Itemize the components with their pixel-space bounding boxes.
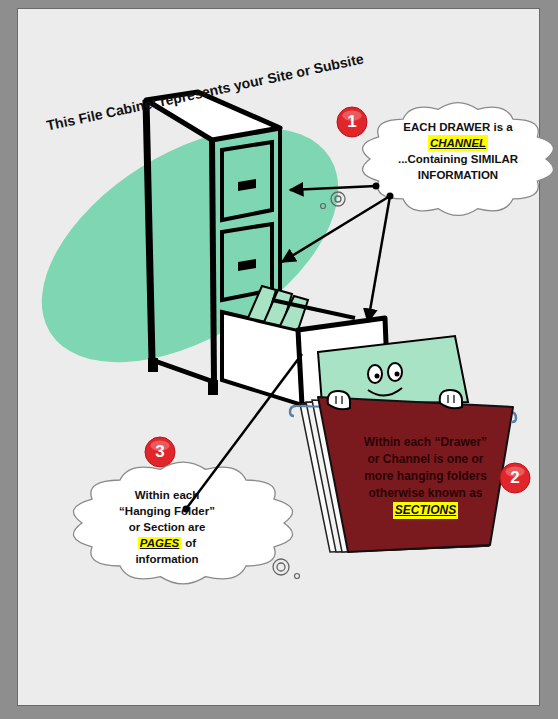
highlight-term: CHANNEL: [428, 135, 488, 151]
highlight-term: SECTIONS: [393, 502, 458, 519]
cloud-tail: [335, 196, 341, 202]
open-drawer-edge: [272, 300, 355, 318]
folder-front: [318, 397, 513, 552]
cartoon-finger: [448, 395, 454, 403]
number-circle: 3: [144, 436, 176, 468]
callout-text: Within each “Hanging Folder” or Section …: [116, 487, 219, 535]
red-circle: [337, 107, 367, 137]
cabinet-drawer: [222, 142, 272, 220]
cloud-tail: [273, 559, 289, 575]
callout-text: ...Containing SIMILAR INFORMATION: [383, 151, 533, 183]
cabinet-base: [152, 360, 214, 382]
number-circle: 1: [336, 106, 368, 138]
cabinet-side: [146, 100, 152, 360]
highlight-term: PAGES: [138, 537, 181, 549]
cartoon-hand: [440, 390, 462, 408]
cloud-outline: [73, 462, 292, 584]
face-pupil: [395, 372, 400, 377]
red-circle: [500, 463, 530, 493]
leader-dot: [183, 506, 190, 513]
cabinet-edge: [278, 128, 282, 305]
hanging-folder: Within each “Drawer” or Channel is one o…: [318, 393, 513, 555]
callout-number-group: 2: [499, 462, 531, 494]
folder-text-group: Within each “Drawer” or Channel is one o…: [360, 434, 491, 519]
cloud-tail: [277, 563, 285, 571]
rod-hook: [290, 406, 296, 416]
diagram-title: This File Cabinet represents your Site o…: [45, 51, 365, 134]
drawer-handle: [238, 179, 256, 191]
cloud-tail: [331, 192, 345, 206]
callout-text-group: EACH DRAWER is aCHANNEL...Containing SIM…: [383, 119, 533, 183]
cloud-outline: [363, 103, 554, 216]
callout-text: EACH DRAWER is a: [383, 119, 533, 135]
cloud-tail: [321, 204, 326, 209]
number-circle: 2: [499, 462, 531, 494]
leader-line: [290, 186, 376, 190]
face-eye: [388, 363, 402, 381]
callout-number: 3: [144, 436, 176, 468]
cartoon-hand: [328, 391, 350, 409]
callout-number: 1: [336, 106, 368, 138]
face-pupil: [375, 374, 380, 379]
callout-text-group: Within each “Hanging Folder” or Section …: [116, 487, 219, 567]
cabinet-edge: [212, 140, 214, 382]
leader-dot: [373, 183, 380, 190]
folder-text: Within each “Drawer” or Channel is one o…: [360, 434, 491, 502]
callout-number-group: 3: [144, 436, 176, 468]
callout-cloud: Within each “Hanging Folder” or Section …: [72, 458, 294, 588]
face-eye: [368, 365, 382, 383]
callout-number-group: 1: [336, 106, 368, 138]
leader-line: [368, 196, 390, 322]
face-smile: [368, 388, 402, 396]
leader-dot: [387, 193, 394, 200]
cabinet-foot: [208, 380, 218, 395]
cabinet-foot: [148, 358, 158, 372]
leader-line: [186, 354, 302, 509]
red-circle: [145, 437, 175, 467]
callout-number: 2: [499, 462, 531, 494]
drawer-handle: [238, 259, 256, 271]
cartoon-finger: [336, 396, 342, 404]
cloud-tail: [295, 574, 300, 579]
